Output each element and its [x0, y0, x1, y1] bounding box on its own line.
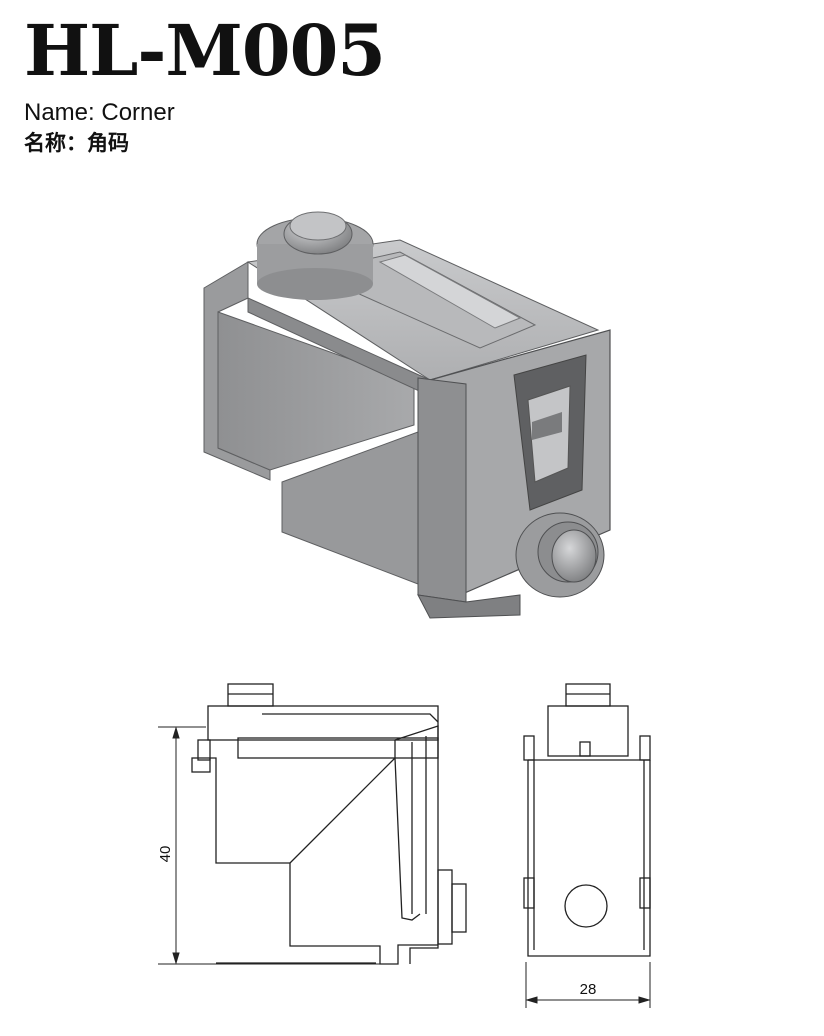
product-name-chinese: 名称：角码 — [24, 131, 129, 155]
product-name-english: Name: Corner — [24, 99, 175, 126]
dimension-height — [158, 726, 380, 965]
dimension-width — [525, 962, 651, 1008]
front-view — [523, 683, 651, 957]
product-code: HL-M005 — [24, 9, 386, 92]
dimension-height-label: 40 — [157, 846, 174, 863]
corner-3d-render — [203, 211, 611, 619]
front-view-hole — [564, 884, 608, 928]
dimension-width-label: 28 — [580, 981, 597, 998]
technical-drawing: 40 28 — [157, 683, 651, 1008]
front-knob — [551, 529, 597, 583]
side-view — [191, 683, 467, 965]
